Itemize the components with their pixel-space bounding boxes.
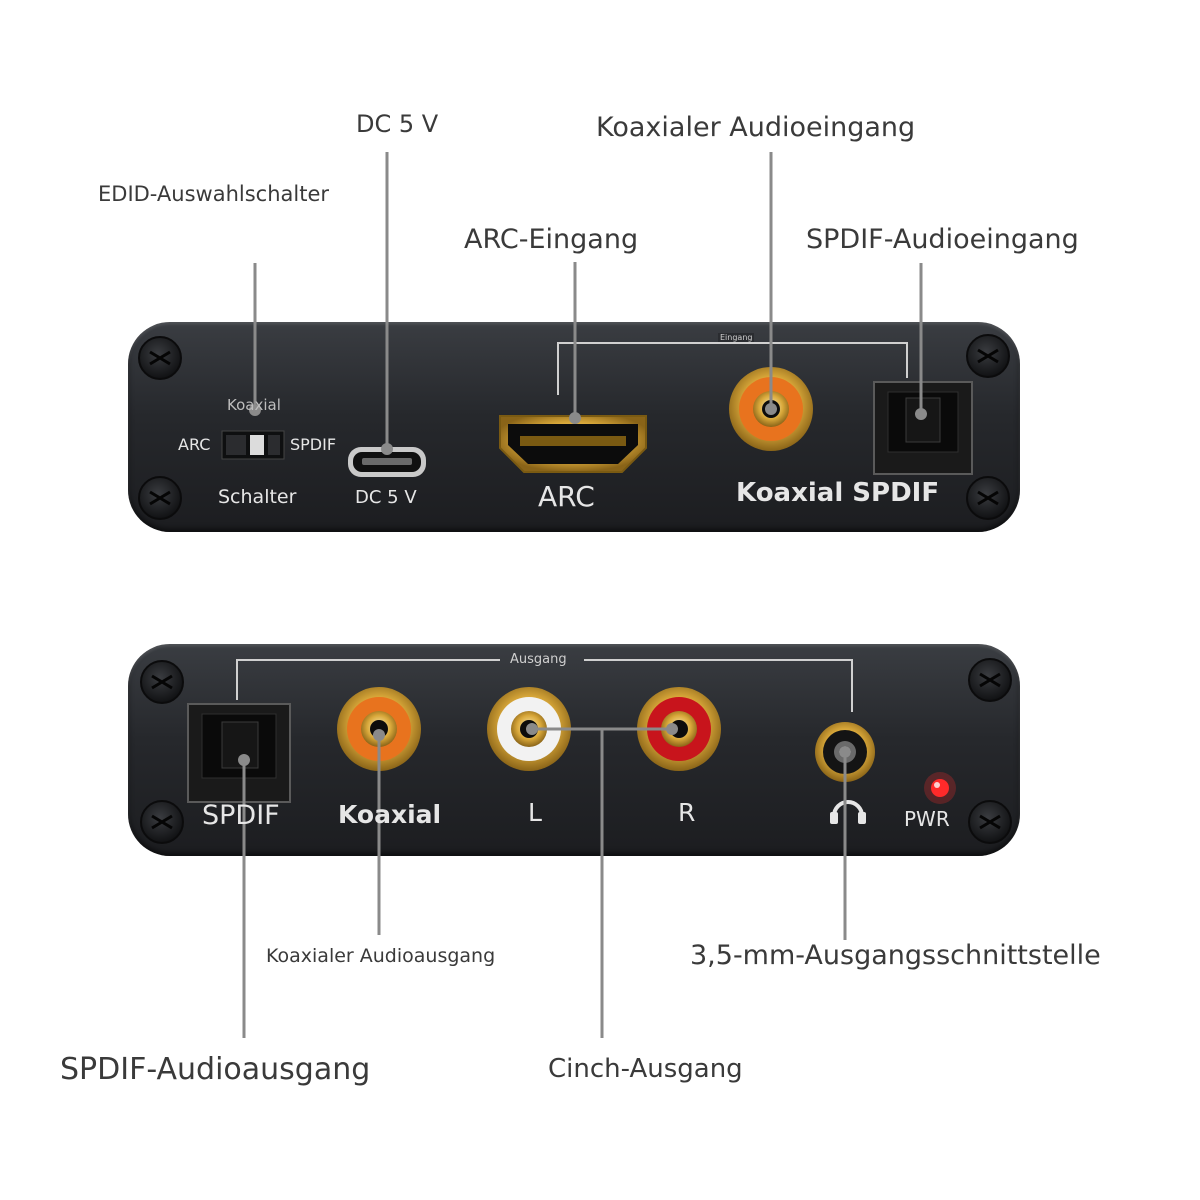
callout-edid: EDID-Auswahlschalter	[98, 182, 330, 206]
callout-coax-out: Koaxialer Audioausgang	[266, 945, 496, 967]
spdif-input-port[interactable]	[873, 381, 973, 475]
screw-icon	[138, 476, 182, 520]
callout-arc-in: ARC-Eingang	[464, 224, 639, 255]
edid-switch[interactable]	[221, 430, 285, 460]
screw-icon	[140, 660, 184, 704]
hdmi-arc-port[interactable]	[499, 415, 647, 473]
coax-spdif-label: Koaxial SPDIF	[736, 478, 940, 508]
input-group-label: Eingang	[718, 333, 755, 342]
callout-jack-out: 3,5-mm-Ausgangsschnittstelle	[690, 940, 1101, 971]
output-group-label: Ausgang	[510, 652, 567, 667]
spdif-output-label: SPDIF	[202, 800, 280, 831]
power-led-icon	[924, 772, 956, 804]
rca-right-port[interactable]	[637, 687, 721, 771]
switch-left-label: ARC	[178, 435, 211, 454]
screw-icon	[966, 476, 1010, 520]
switch-right-label: SPDIF	[290, 435, 337, 454]
dc-power-port[interactable]	[348, 447, 426, 477]
screw-icon	[968, 800, 1012, 844]
switch-label: Schalter	[218, 486, 297, 508]
switch-top-label: Koaxial	[227, 396, 281, 414]
dc-port-label: DC 5 V	[355, 487, 417, 508]
screw-icon	[140, 800, 184, 844]
screw-icon	[138, 336, 182, 380]
coax-output-label: Koaxial	[338, 800, 442, 829]
spdif-output-port[interactable]	[187, 703, 291, 803]
left-channel-label: L	[528, 798, 542, 827]
callout-spdif-in: SPDIF-Audioeingang	[806, 224, 1079, 255]
pwr-label: PWR	[904, 807, 950, 831]
callout-dc5v: DC 5 V	[356, 110, 439, 138]
callout-spdif-out: SPDIF-Audioausgang	[60, 1052, 371, 1087]
screw-icon	[968, 658, 1012, 702]
callout-coax-in: Koaxialer Audioeingang	[596, 112, 916, 143]
callout-cinch-out: Cinch-Ausgang	[548, 1054, 743, 1084]
right-channel-label: R	[678, 798, 696, 827]
headphone-jack-port[interactable]	[815, 722, 875, 782]
arc-port-label: ARC	[538, 480, 595, 513]
leader-lines	[242, 152, 923, 1038]
headphone-icon	[830, 800, 866, 824]
screw-icon	[966, 334, 1010, 378]
